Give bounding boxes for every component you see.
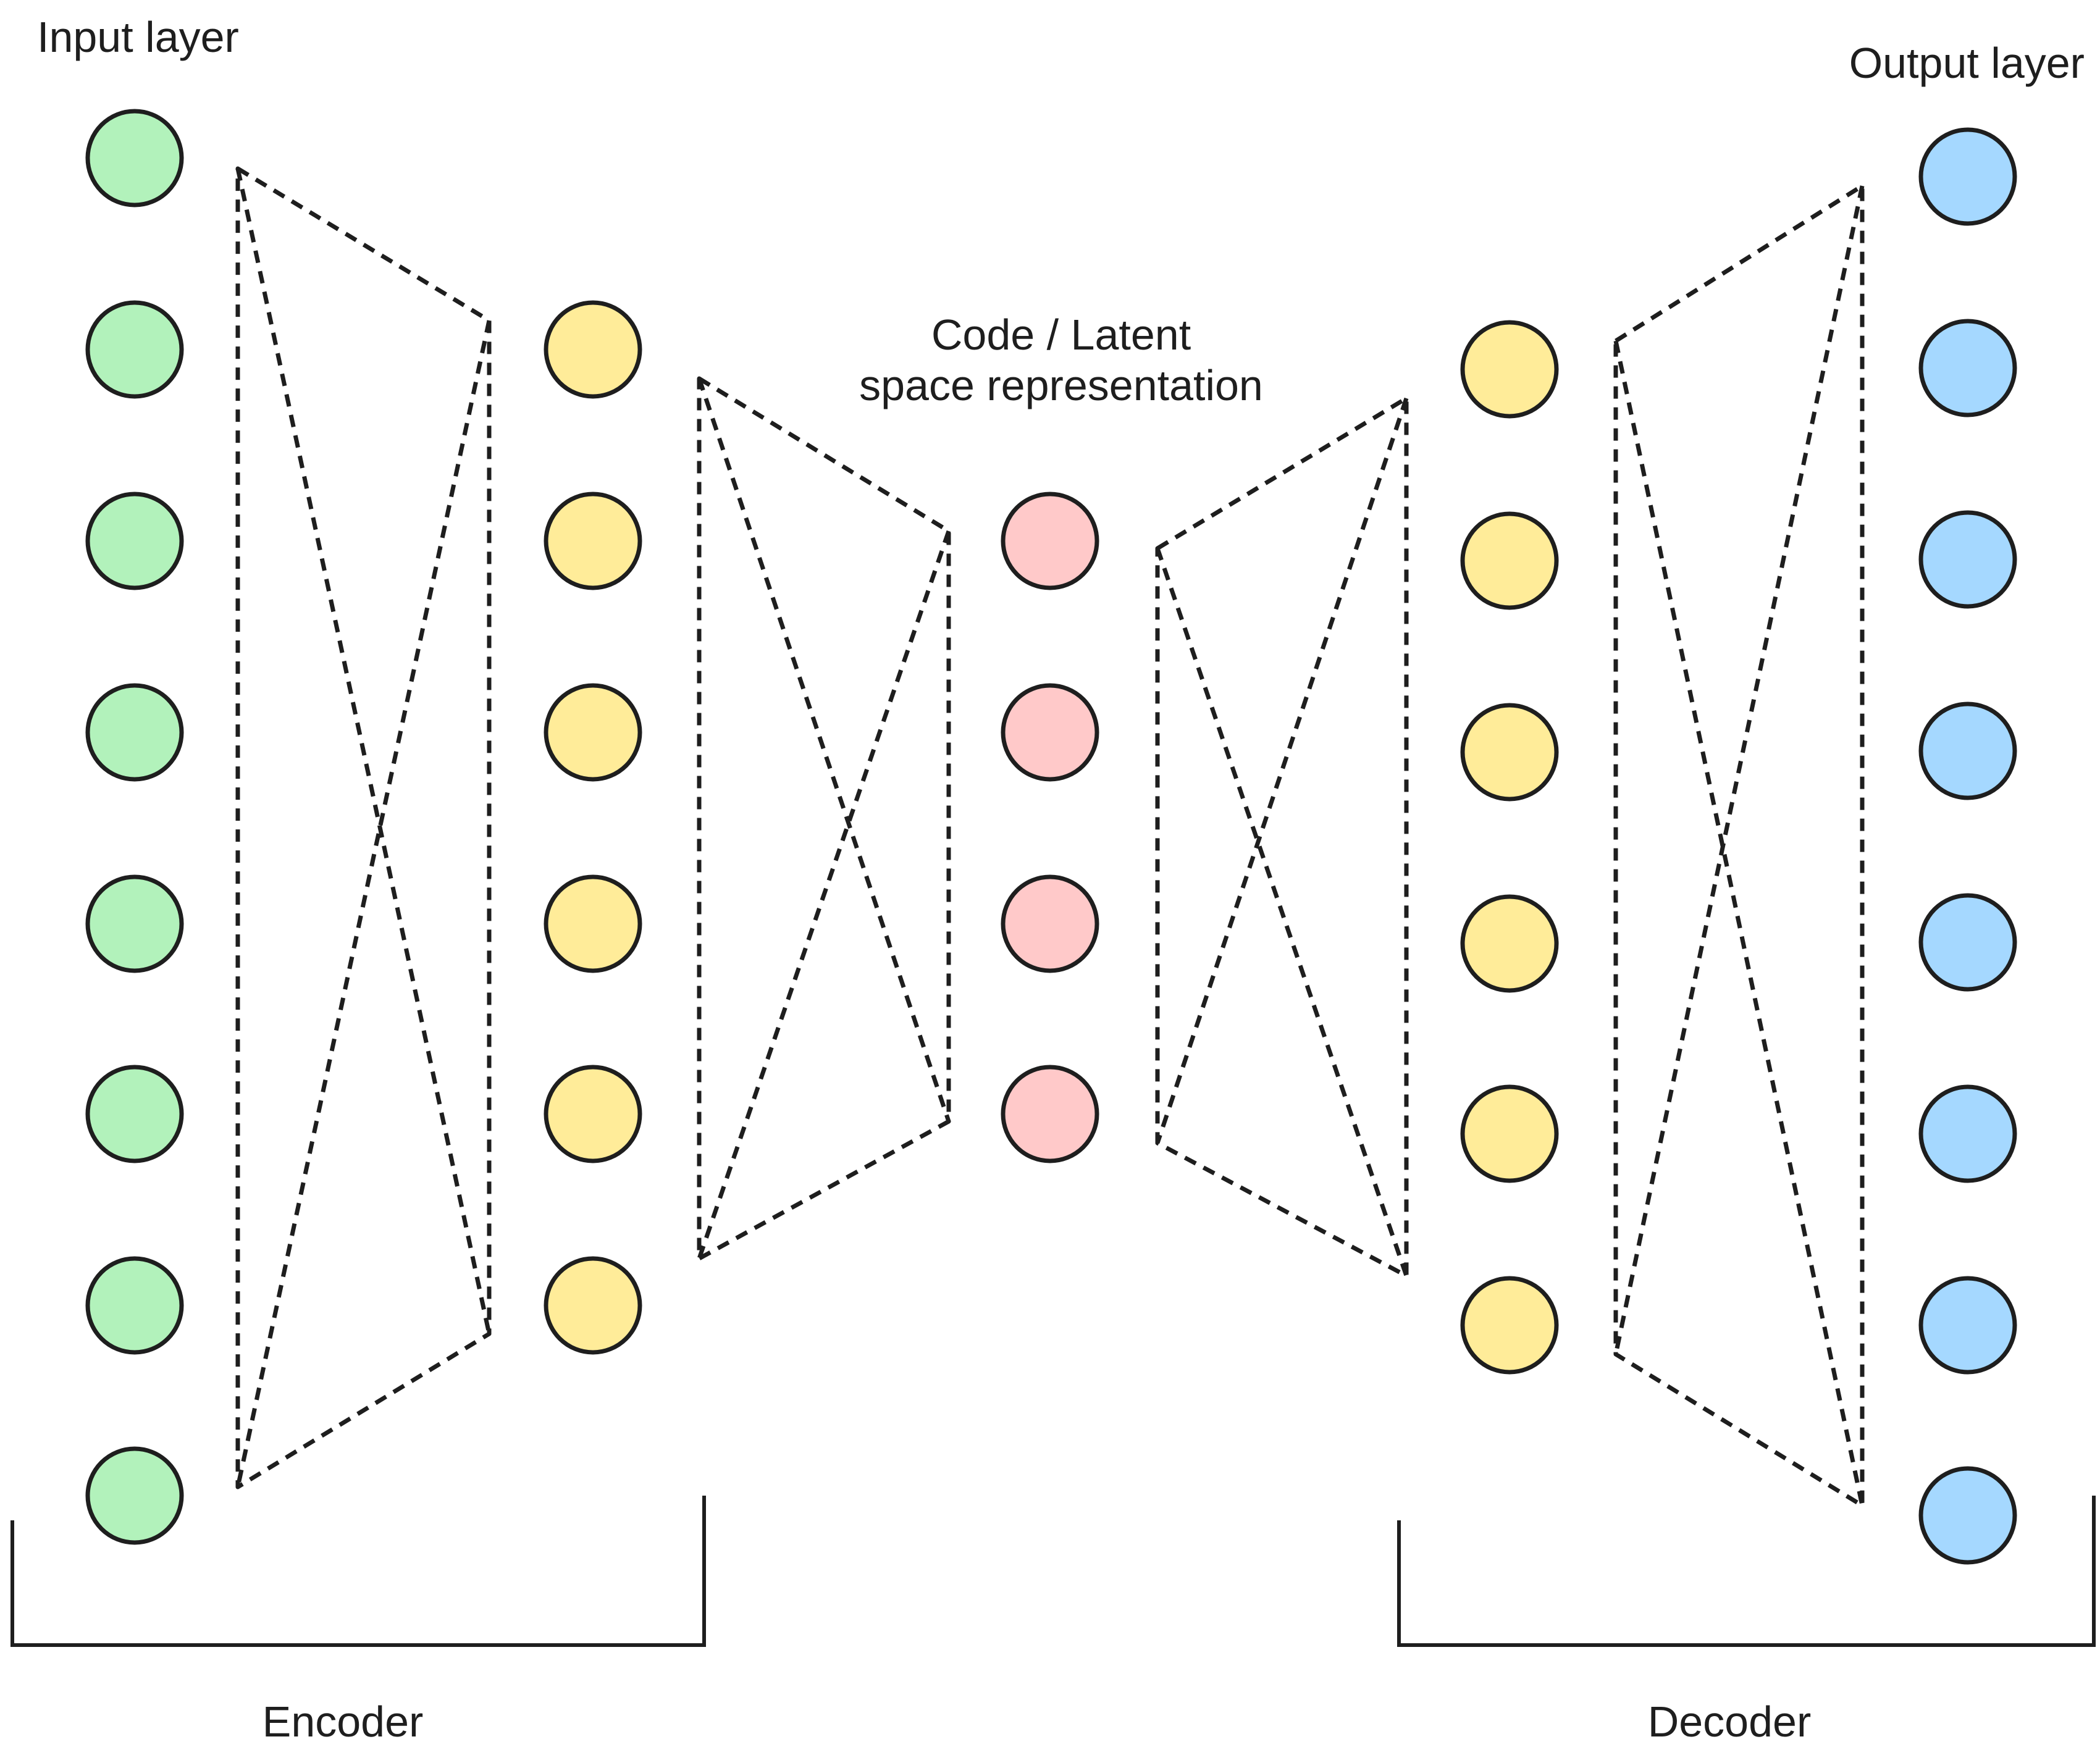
encoder-bracket (10, 1496, 706, 1647)
output-node (1918, 319, 2017, 417)
input-node (85, 1065, 184, 1163)
decoder-hidden-layer (1460, 320, 1559, 1375)
output-node (1918, 893, 2017, 992)
decoder-hidden-node (1460, 511, 1559, 610)
connection-cross-encoder-latent (697, 377, 951, 1260)
input-node (85, 492, 184, 590)
output-node (1918, 1466, 2017, 1565)
input-node (85, 1446, 184, 1545)
input-node (85, 1256, 184, 1355)
latent-layer (1001, 492, 1099, 1163)
input-node (85, 109, 184, 207)
connection-cross-latent-decoder (1155, 397, 1409, 1277)
decoder-label: Decoder (1648, 1698, 1812, 1746)
latent-label-line2: space representation (859, 361, 1263, 409)
encoder-hidden-node (544, 300, 642, 399)
latent-node (1001, 874, 1099, 973)
output-node (1918, 510, 2017, 609)
latent-label-line1: Code / Latent (931, 311, 1191, 359)
connection-encoder-hidden-to-latent (697, 376, 951, 1261)
connection-cross-input-encoder (235, 168, 492, 1488)
input-node (85, 874, 184, 973)
input-node (85, 683, 184, 782)
decoder-hidden-node (1460, 1276, 1559, 1375)
input-layer (85, 109, 184, 1545)
output-layer-label: Output layer (1849, 39, 2085, 87)
output-node (1918, 702, 2017, 800)
decoder-hidden-node (1460, 894, 1559, 993)
encoder-hidden-node (544, 683, 642, 782)
connection-input-to-encoder-hidden (235, 166, 492, 1489)
output-node (1918, 127, 2017, 226)
decoder-hidden-node (1460, 320, 1559, 419)
encoder-label: Encoder (262, 1698, 424, 1746)
decoder-bracket (1397, 1496, 2096, 1647)
connection-decoder-hidden-to-output (1613, 183, 1865, 1508)
latent-node (1001, 492, 1099, 590)
encoder-hidden-node (544, 492, 642, 590)
output-node (1918, 1084, 2017, 1183)
connection-cross-decoder-output (1613, 185, 1865, 1506)
input-node (85, 300, 184, 399)
encoder-hidden-layer (544, 300, 642, 1355)
output-layer (1918, 127, 2017, 1565)
latent-node (1001, 1065, 1099, 1163)
input-layer-label: Input layer (37, 13, 239, 61)
connections (235, 166, 1865, 1508)
encoder-hidden-node (544, 1065, 642, 1163)
latent-node (1001, 683, 1099, 782)
encoder-hidden-node (544, 874, 642, 973)
encoder-hidden-node (544, 1256, 642, 1355)
decoder-hidden-node (1460, 703, 1559, 802)
decoder-hidden-node (1460, 1084, 1559, 1183)
connection-latent-to-decoder-hidden (1155, 396, 1409, 1278)
output-node (1918, 1276, 2017, 1375)
